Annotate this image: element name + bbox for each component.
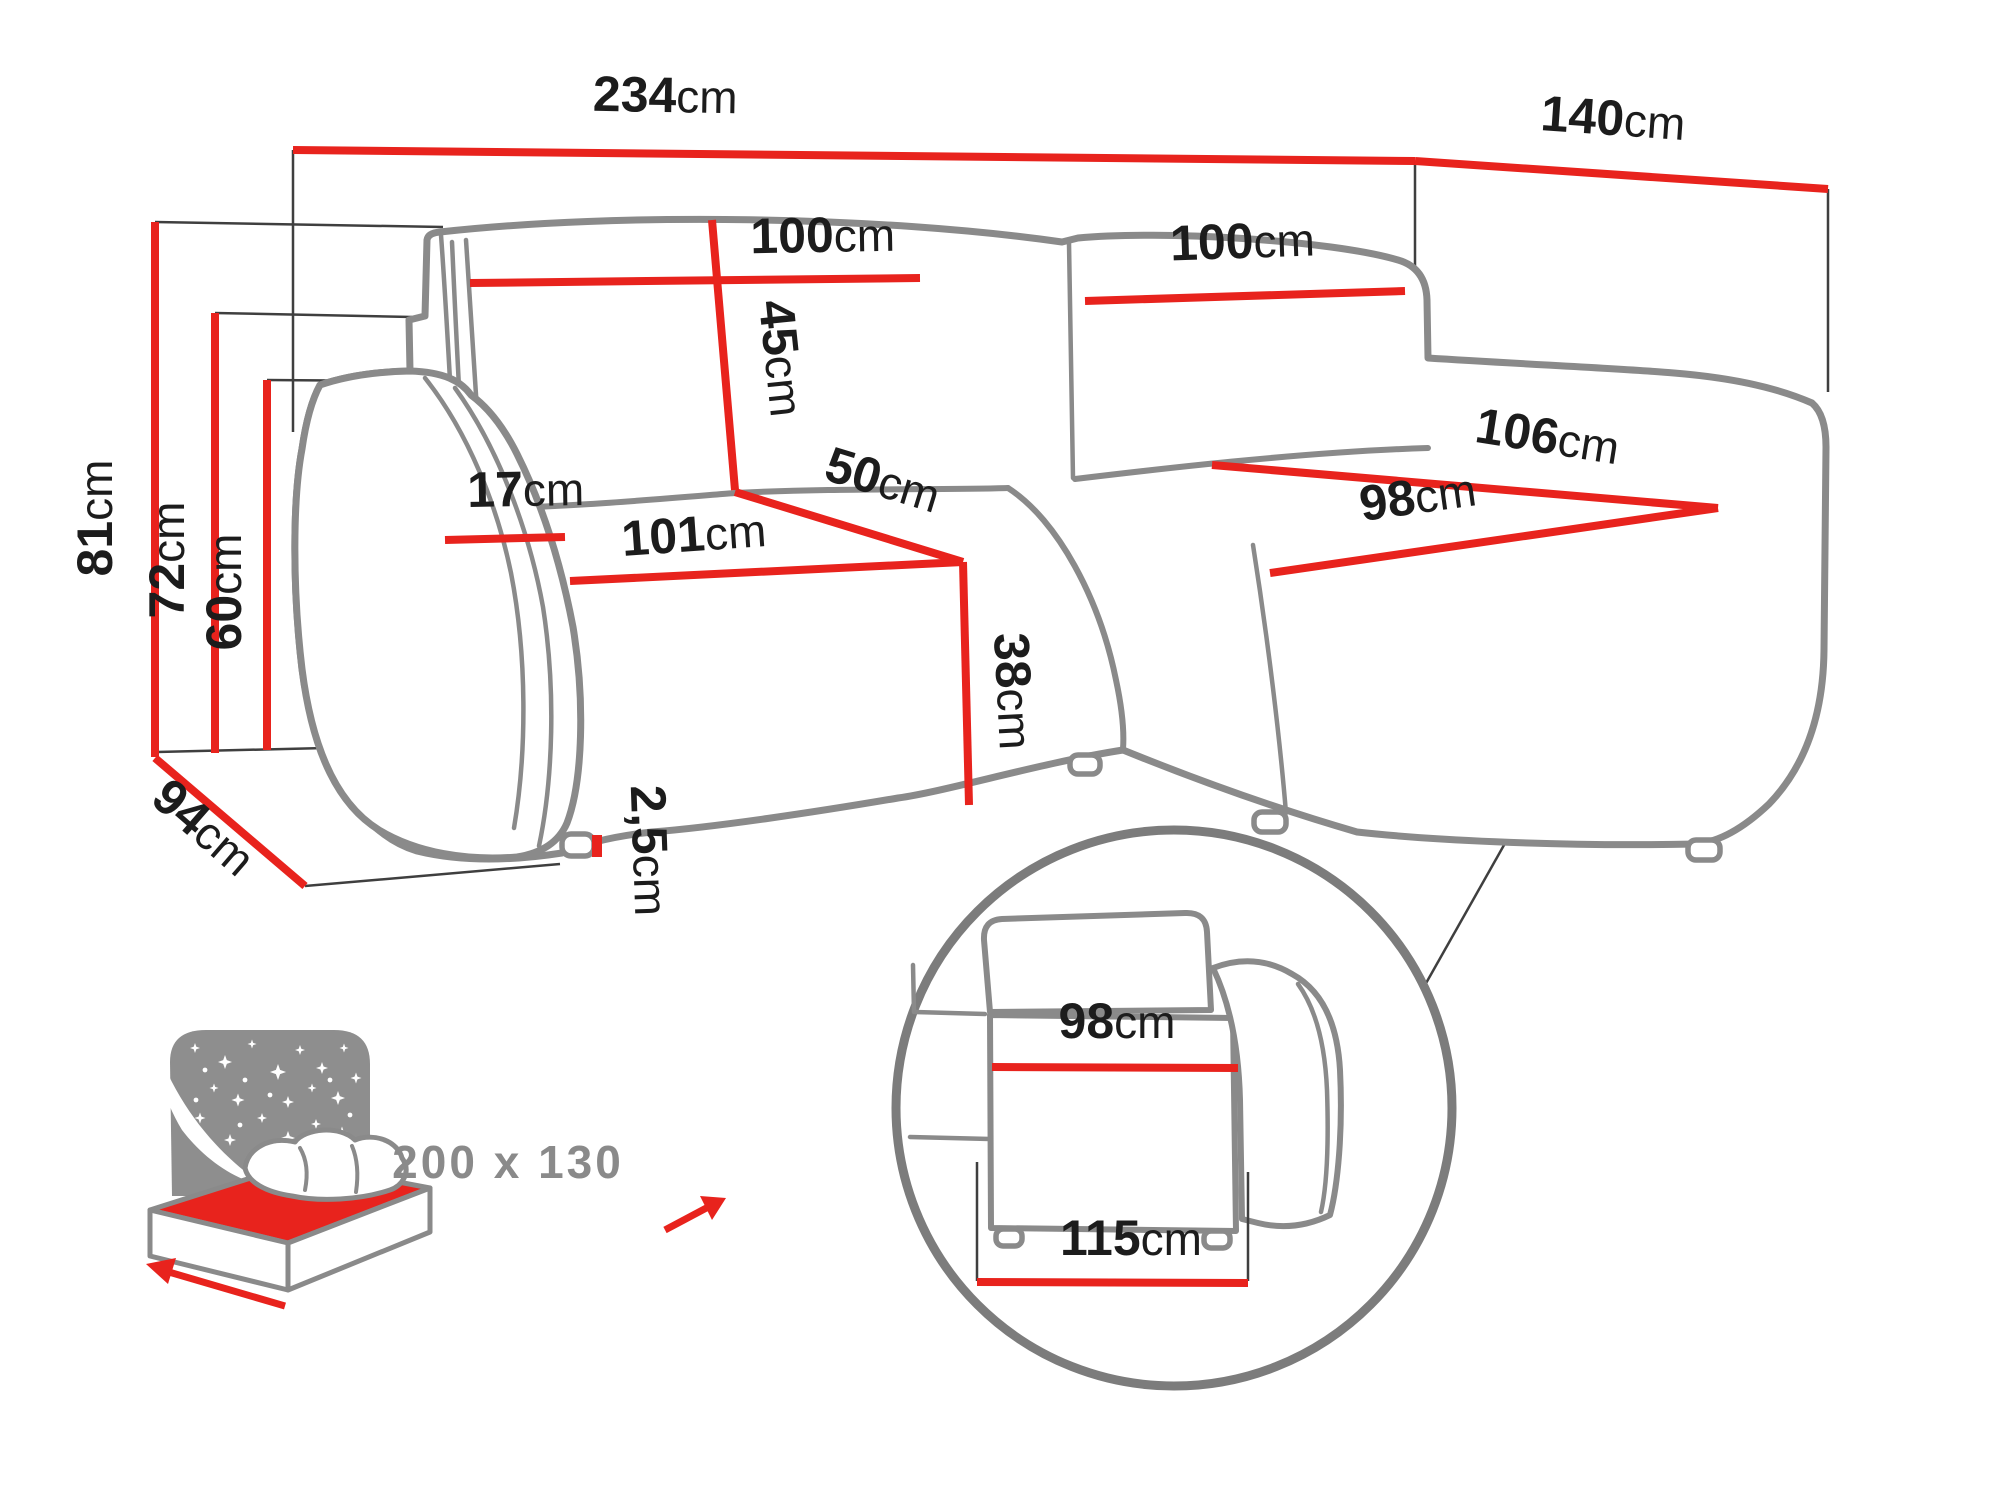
sofa-outline <box>291 215 1830 863</box>
seat-width-label: 101cm <box>620 501 768 567</box>
sofa-leg <box>559 831 597 859</box>
leg-clearance-label: 2,5cm <box>620 784 681 917</box>
chaise-seat-width-label: 98cm <box>1356 460 1480 532</box>
inset-backrest <box>980 909 1214 1015</box>
armrest-detail-inset: 98cm 115cm <box>891 825 1457 1391</box>
sofa-leg <box>1685 837 1723 863</box>
sofa-legs <box>559 752 1723 863</box>
mattress-side <box>285 1185 433 1293</box>
bed-size-arrows <box>146 1196 726 1310</box>
armrest-seam-1 <box>422 375 526 831</box>
bed-duvet <box>242 1127 409 1202</box>
dimension-lines <box>151 146 1829 890</box>
inset-total-width-label: 115cm <box>1060 1210 1202 1266</box>
backrest-right-bottom-edge <box>1072 445 1431 482</box>
inset-armrest <box>1210 958 1344 1230</box>
inset-armrest-seam <box>1295 981 1330 1215</box>
seat-seam <box>732 485 1011 496</box>
armrest-top-width-label: 17cm <box>467 460 585 518</box>
chaise-length-label: 106cm <box>1472 397 1624 475</box>
back-height-label: 81cm <box>67 460 123 577</box>
chaise-left-edge <box>1005 485 1127 752</box>
backrest-right-width-label: 100cm <box>1169 211 1316 272</box>
overall-depth-label: 140cm <box>1539 85 1687 151</box>
seat-front-height-label: 38cm <box>983 631 1045 751</box>
headboard-swoosh <box>150 1026 265 1186</box>
backrest-cushion-gap <box>1066 240 1076 481</box>
left-armrest <box>291 367 585 862</box>
arm-front-height-label: 60cm <box>196 534 252 651</box>
side-depth-label: 94cm <box>142 768 267 887</box>
bed-size-label: 200 x 130 <box>392 1136 624 1188</box>
inset-leg <box>993 1226 1025 1249</box>
fold-out-bed-icon: 200 x 130 <box>146 1026 726 1310</box>
sofa-leg <box>1251 809 1289 835</box>
backrest-height-label: 45cm <box>748 297 816 419</box>
overall-width-label: 234cm <box>592 66 738 125</box>
inset-seat-width-label: 98cm <box>1059 993 1176 1049</box>
chaise-front-crease <box>1250 542 1289 816</box>
sofa-leg <box>1067 752 1103 777</box>
backrest-left-width-label: 100cm <box>750 206 896 265</box>
armrest-seam-2 <box>452 385 554 849</box>
armrest-height-label: 72cm <box>139 502 195 619</box>
inset-leg <box>1201 1228 1233 1251</box>
